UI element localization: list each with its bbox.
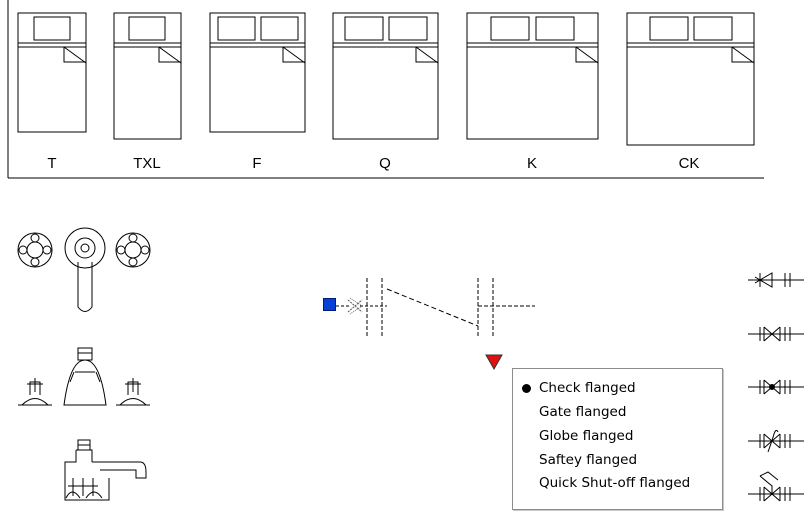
globe-valve-icon[interactable] [748, 379, 804, 395]
gate-valve-icon[interactable] [748, 326, 804, 342]
menu-item-check-flanged[interactable]: Check flanged [513, 377, 722, 400]
bed-icon-cal-king[interactable] [626, 12, 755, 146]
insertion-grip-handle[interactable] [323, 298, 336, 311]
valve-type-menu: Check flanged Gate flanged Globe flanged… [512, 368, 723, 510]
lookup-grip-arrow-icon[interactable] [485, 354, 503, 370]
bed-icon-queen[interactable] [332, 12, 439, 140]
safety-valve-icon[interactable] [748, 429, 804, 453]
faucet-widespread-icon[interactable] [18, 347, 150, 406]
check-valve-icon[interactable] [748, 272, 804, 288]
bed-icon-full[interactable] [209, 12, 306, 133]
menu-item-quick-shutoff-flanged[interactable]: Quick Shut-off flanged [539, 475, 691, 491]
bed-label-twin-xl: TXL [133, 155, 161, 172]
bed-label-king: K [526, 155, 537, 172]
faucet-lever-icon[interactable] [17, 227, 151, 312]
bed-icon-king[interactable] [466, 12, 599, 140]
bed-label-full: F [252, 155, 262, 172]
bed-palette-frame [7, 0, 764, 179]
bed-icon-twin-xl[interactable] [113, 12, 182, 140]
menu-item-gate-flanged[interactable]: Gate flanged [539, 404, 627, 420]
menu-item-safety-flanged[interactable]: Saftey flanged [539, 452, 638, 468]
tub-spout-icon[interactable] [64, 439, 147, 501]
selected-bullet-icon [522, 384, 531, 393]
valve-line-preview [336, 278, 535, 336]
menu-item-globe-flanged[interactable]: Globe flanged [539, 428, 634, 444]
quick-shutoff-valve-icon[interactable] [748, 471, 804, 502]
bed-label-queen: Q [379, 155, 391, 172]
bed-icon-twin[interactable] [17, 12, 87, 133]
bed-label-cal-king: CK [678, 155, 700, 172]
bed-label-twin: T [47, 155, 57, 172]
